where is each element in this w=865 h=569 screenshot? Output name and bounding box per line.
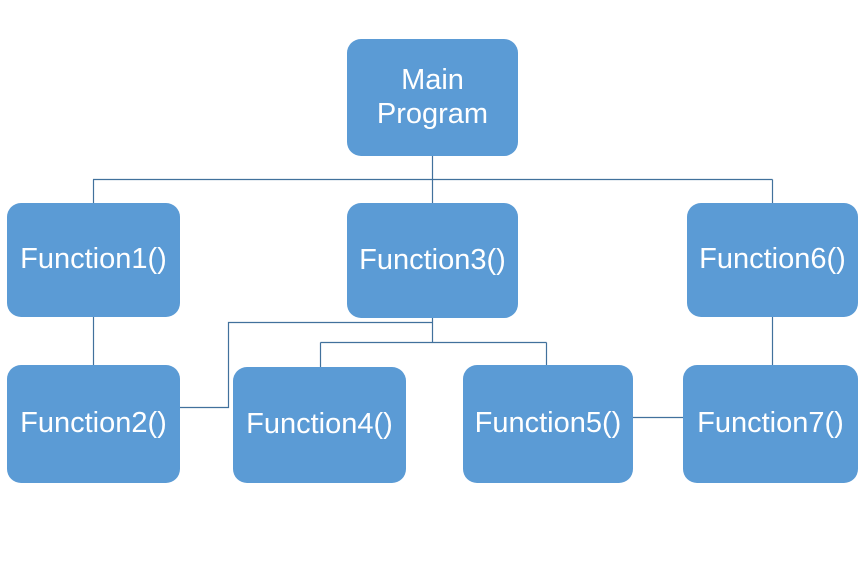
node-function4: Function4() <box>233 367 406 483</box>
node-function6: Function6() <box>687 203 858 317</box>
connector-function3-function2 <box>180 321 433 409</box>
node-label-function7: Function7() <box>697 407 844 440</box>
node-label-function2: Function2() <box>20 407 167 440</box>
node-label-function4: Function4() <box>246 408 393 441</box>
node-main-program: Main Program <box>347 39 518 156</box>
node-label-main-program: Main Program <box>376 63 489 130</box>
node-label-function1: Function1() <box>20 243 167 276</box>
node-function5: Function5() <box>463 365 633 483</box>
node-label-function5: Function5() <box>474 407 622 440</box>
node-function2: Function2() <box>7 365 180 483</box>
node-label-function6: Function6() <box>699 243 846 276</box>
node-function1: Function1() <box>7 203 180 317</box>
node-function7: Function7() <box>683 365 858 483</box>
node-function3: Function3() <box>347 203 518 318</box>
node-label-function3: Function3() <box>359 243 506 276</box>
